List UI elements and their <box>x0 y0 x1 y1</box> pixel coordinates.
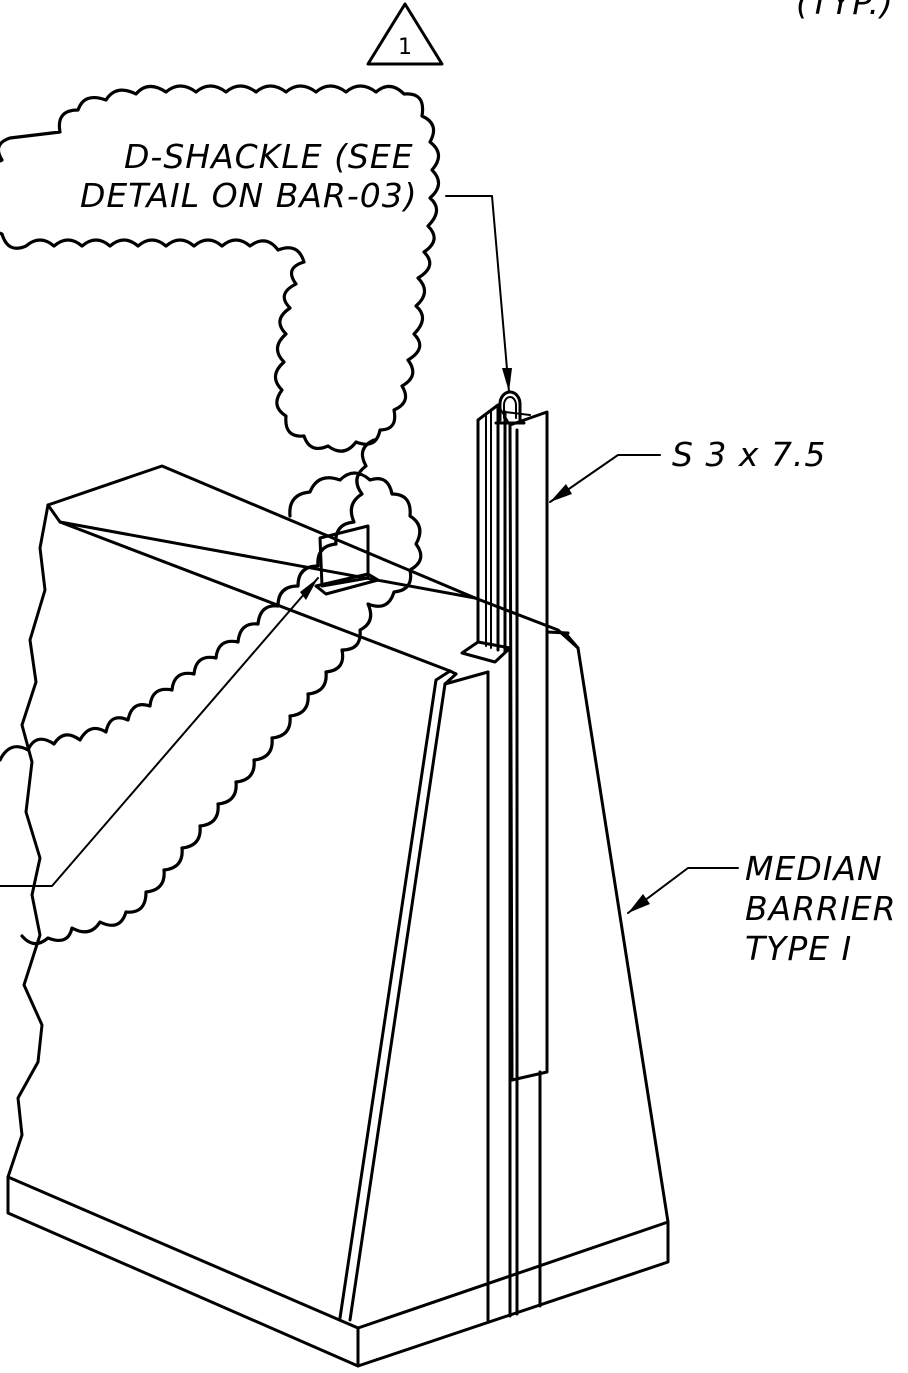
steel-post-s3x7.5 <box>460 390 549 1322</box>
shackle-note-line2: DETAIL ON BAR-03) <box>80 176 418 215</box>
clip-angle <box>314 524 380 596</box>
median-barrier-body <box>6 464 670 1368</box>
typical-note-fragment: (TYP.) <box>796 0 894 22</box>
barrier-leader <box>627 867 739 914</box>
revision-cloud-clip <box>0 438 423 946</box>
shackle-leader-arrowhead <box>502 368 512 392</box>
post-size-leader-arrowhead <box>550 484 572 502</box>
shackle-note-line1: D-SHACKLE (SEE <box>124 137 414 176</box>
post-size-label: S 3 x 7.5 <box>672 435 826 474</box>
barrier-note-line2: BARRIER <box>745 889 897 928</box>
shackle-leader <box>445 195 510 393</box>
clip-leader <box>0 577 319 887</box>
barrier-note-line3: TYPE I <box>745 929 852 968</box>
revision-triangle-marker: 1 <box>366 2 444 66</box>
barrier-leader-arrowhead <box>628 894 650 913</box>
revision-cloud-shackle <box>0 84 441 453</box>
clip-leader-arrowhead <box>300 578 318 600</box>
barrier-note-line1: MEDIAN <box>745 849 883 888</box>
revision-number: 1 <box>398 35 412 60</box>
post-size-leader <box>549 454 661 503</box>
